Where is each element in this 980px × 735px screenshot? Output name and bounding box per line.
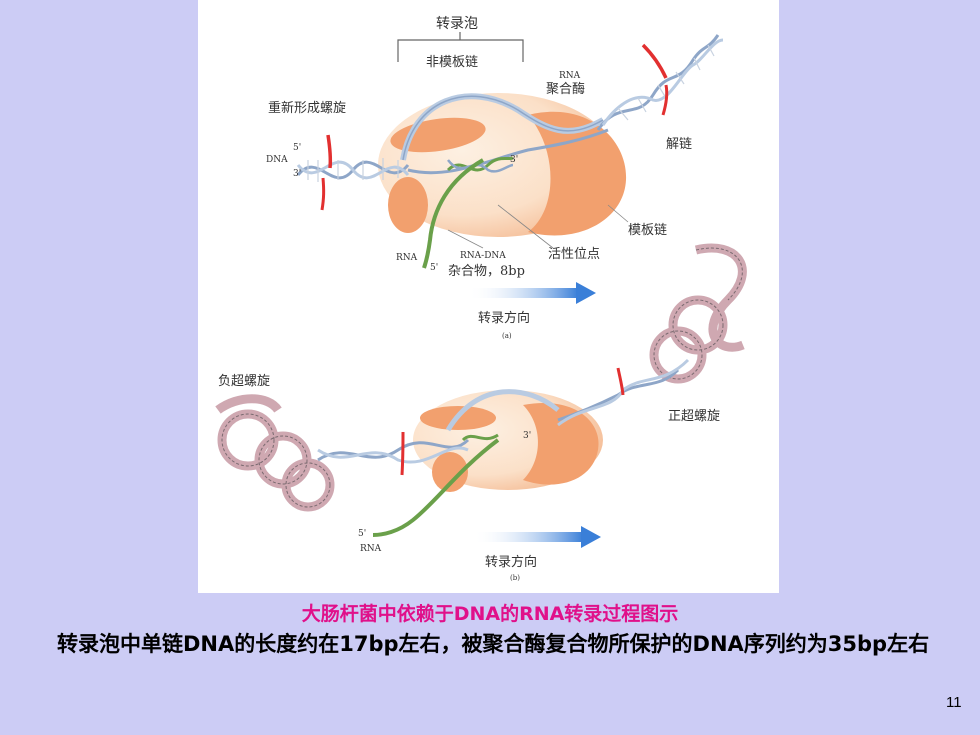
- nontemplate-label: 非模板链: [426, 55, 478, 70]
- rna-label-b: RNA: [360, 544, 382, 554]
- panel-a: 转录泡 非模板链 RNA 聚合酶 重新形成螺旋 5' DNA 3' 3' 解链 …: [266, 16, 724, 340]
- figure-caption: 大肠杆菌中依赖于DNA的RNA转录过程图示: [301, 603, 679, 625]
- template-label: 模板链: [628, 223, 667, 238]
- panel-b-letter: (b): [510, 574, 520, 582]
- positive-supercoil-hatch: [653, 247, 743, 380]
- unwind-marker-b: [616, 367, 625, 396]
- rna-label-a: RNA: [396, 253, 418, 263]
- hybrid-3prime-label: 3': [510, 155, 518, 165]
- dna-label: DNA: [266, 155, 288, 165]
- unwind-label: 解链: [666, 137, 692, 152]
- positive-supercoil-label: 正超螺旋: [668, 409, 720, 424]
- hybrid-label-bottom: 杂合物，8bp: [448, 264, 525, 279]
- unwind-arrow: [661, 84, 669, 116]
- rewind-marker-b: [400, 431, 405, 476]
- rna-polymerase-a: [378, 93, 627, 237]
- page-number: 11: [946, 694, 962, 711]
- rna-5prime-label: 5': [430, 263, 438, 273]
- rna-dna-hybrid: [446, 156, 514, 173]
- direction-label-b: 转录方向: [485, 554, 537, 570]
- rna-hybrid-b: [461, 433, 499, 442]
- panel-b: 负超螺旋 正超螺旋 3' 5' RNA 转录方向 (b): [215, 243, 747, 582]
- rewind-label: 重新形成螺旋: [268, 100, 346, 116]
- leader-lines-a: [447, 204, 629, 249]
- bubble-label: 转录泡: [436, 16, 478, 32]
- direction-label-a: 转录方向: [478, 310, 530, 326]
- rna-pol-label-top: RNA: [559, 71, 581, 81]
- body-text: 转录泡中单链DNA的长度约在17bp左右，被聚合酶复合物所保护的DNA序列约为3…: [57, 632, 930, 656]
- rewind-marker: [326, 134, 333, 169]
- nontemplate-strand-edge: [402, 95, 604, 161]
- unwind-marker: [641, 43, 668, 79]
- rna-transcript-a: [422, 158, 484, 269]
- dna-helix-left: [296, 158, 410, 182]
- positive-supercoil: [649, 243, 747, 384]
- direction-arrow-b: [473, 526, 601, 548]
- dna-3prime-label: 3': [293, 169, 301, 179]
- rna-transcript-b: [372, 438, 500, 537]
- hybrid-label-top: RNA-DNA: [460, 251, 506, 261]
- rna-polymerase-b: [413, 390, 603, 492]
- active-site-label: 活性位点: [548, 247, 600, 262]
- dna-5prime-label: 5': [293, 143, 301, 153]
- negative-supercoil-hatch: [221, 413, 331, 508]
- panel-a-letter: (a): [502, 332, 512, 340]
- direction-arrow-a: [468, 282, 596, 304]
- figure-panel: 转录泡 非模板链 RNA 聚合酶 重新形成螺旋 5' DNA 3' 3' 解链 …: [198, 0, 779, 593]
- template-strand: [407, 128, 609, 175]
- negative-supercoil: [215, 394, 335, 512]
- dna-helix-right: [596, 34, 724, 131]
- rna-5prime-label-b: 5': [358, 529, 366, 539]
- hybrid-3prime-label-b: 3': [523, 431, 531, 441]
- negative-supercoil-label: 负超螺旋: [218, 374, 270, 389]
- rewind-arrow: [320, 177, 326, 211]
- transcription-diagram: 转录泡 非模板链 RNA 聚合酶 重新形成螺旋 5' DNA 3' 3' 解链 …: [215, 16, 747, 582]
- rna-pol-label-bottom: 聚合酶: [546, 81, 585, 97]
